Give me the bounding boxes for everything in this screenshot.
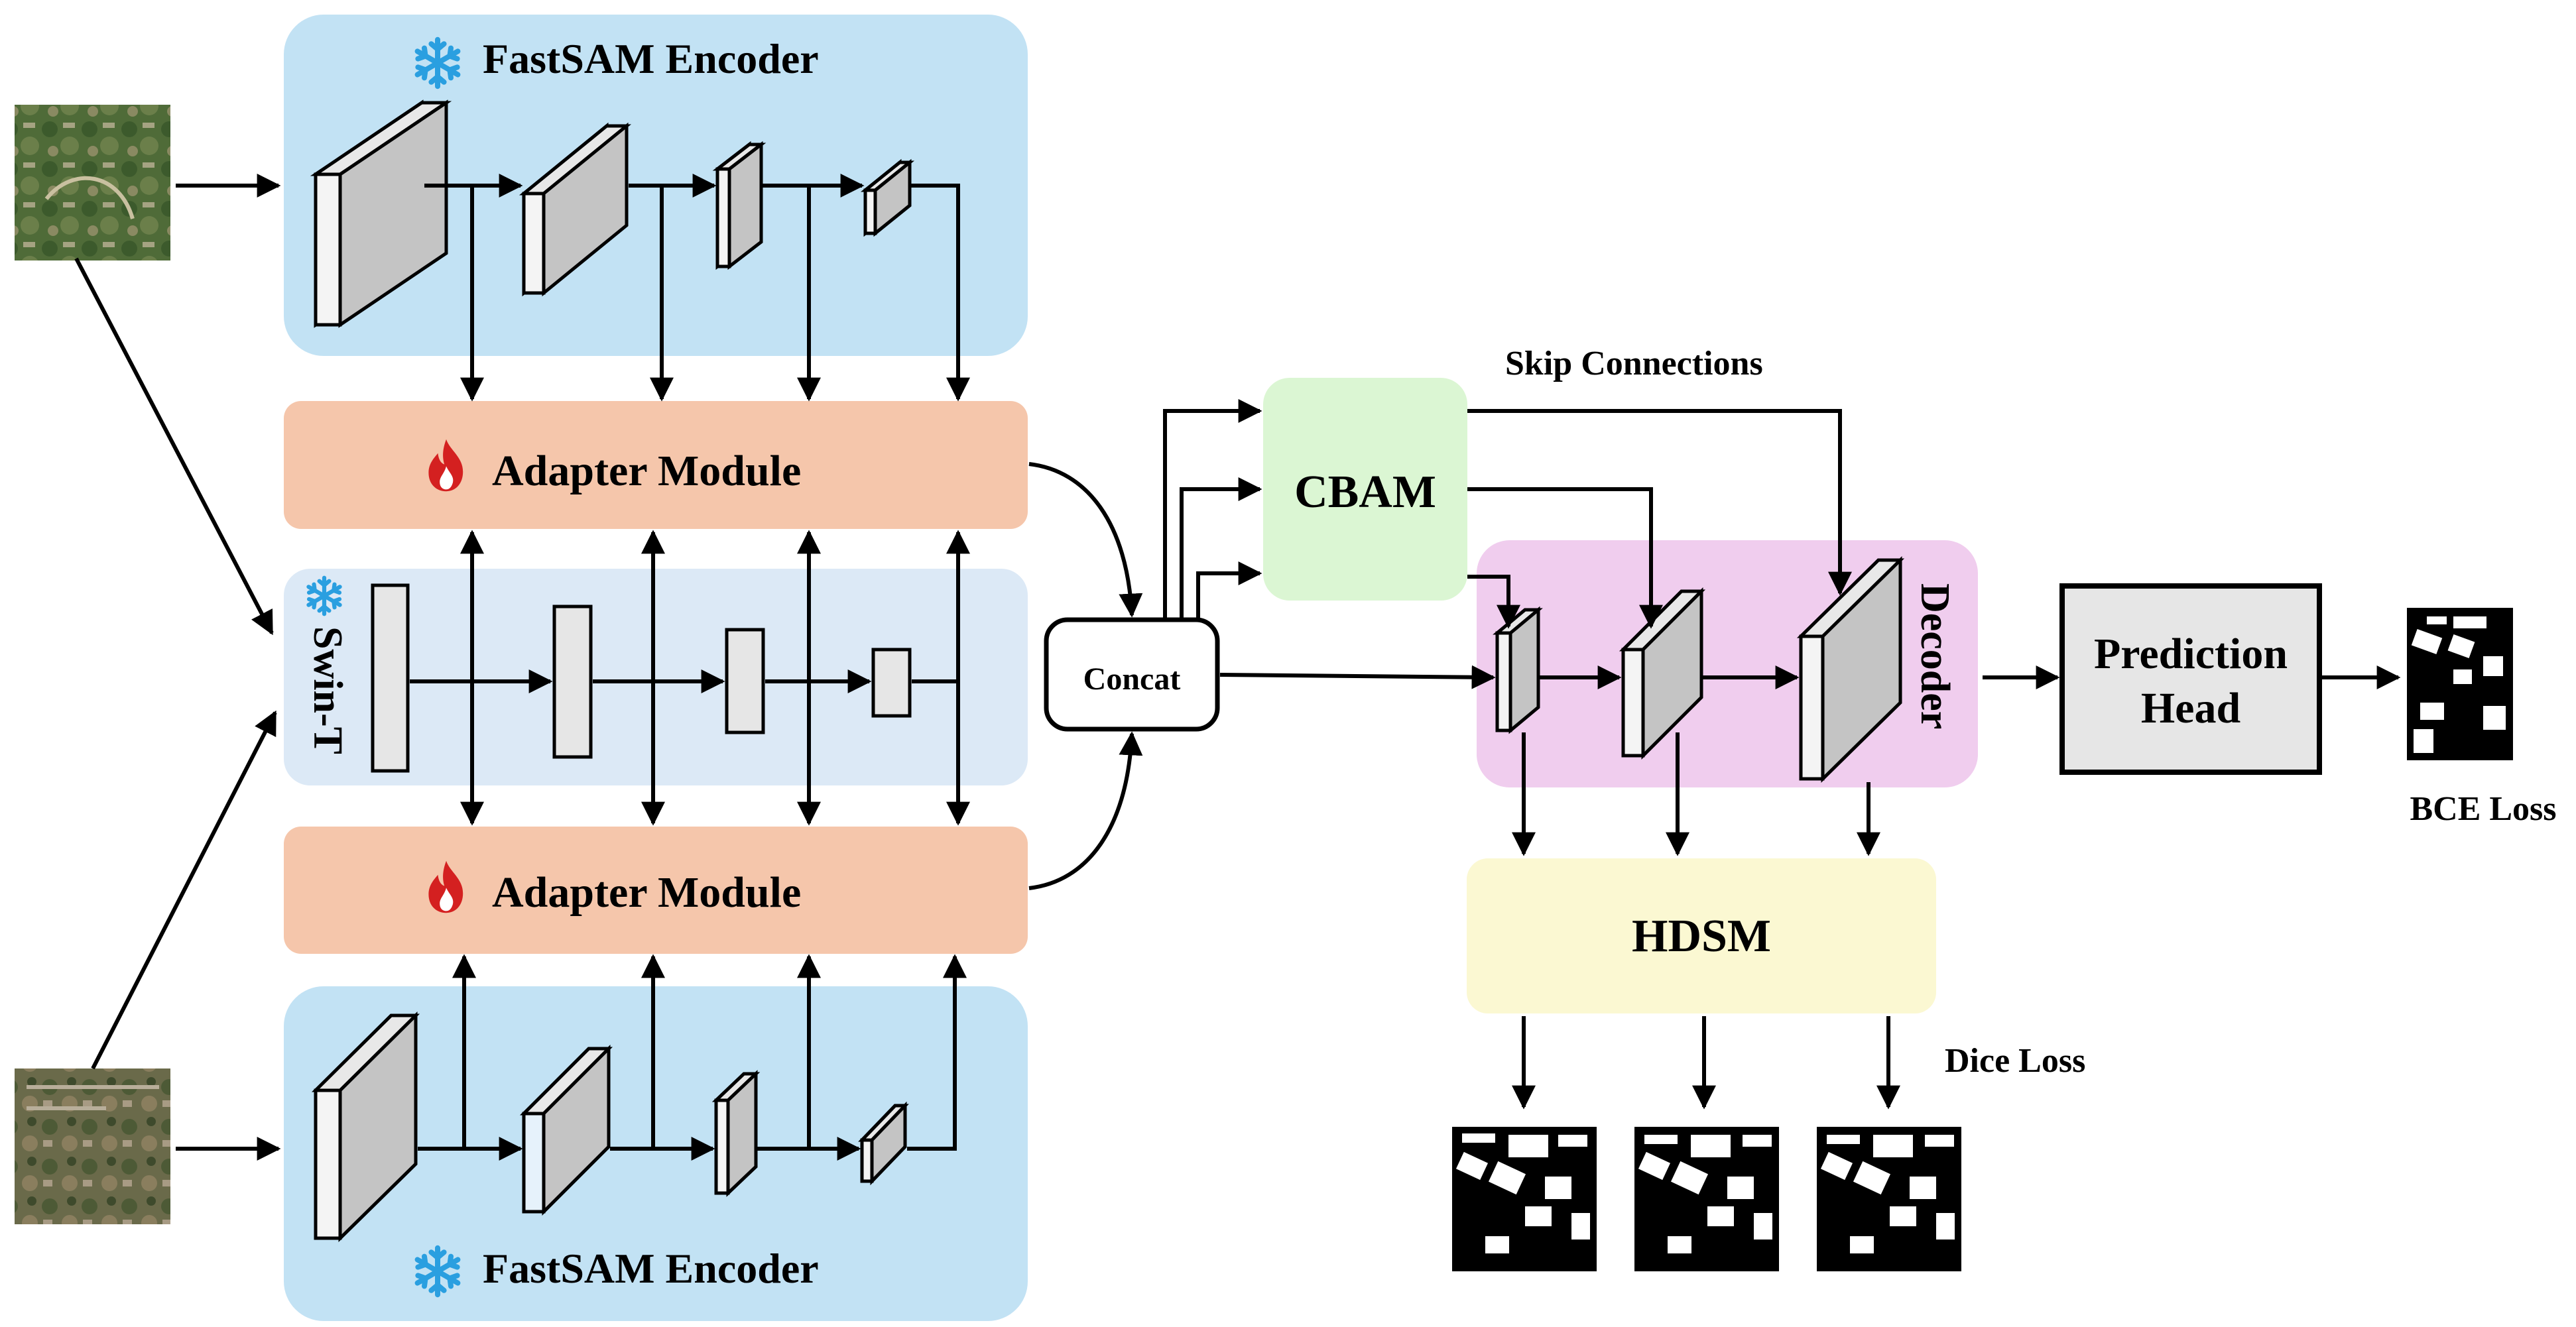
decoder-box [1477, 540, 1978, 787]
arrow-concat-to-cbam-2 [1180, 477, 1262, 620]
input-image-bottom [15, 1068, 170, 1224]
adapter-module-top-box [284, 401, 1028, 529]
concat-box [1044, 617, 1220, 732]
arrow-enc-top-down-4 [910, 184, 970, 402]
adapter-top-title: Adapter Module [492, 447, 801, 495]
cbam-label: CBAM [1294, 467, 1436, 518]
adapter-bottom-title: Adapter Module [492, 868, 801, 917]
output-mask-final [2407, 608, 2513, 760]
arrow-concat-to-cbam-3 [1196, 561, 1262, 620]
decoder-label: Decoder [1912, 583, 1957, 729]
skip-connection-3 [1467, 409, 1852, 596]
concat-label: Concat [1083, 662, 1181, 697]
prediction-head-line1: Prediction [2094, 630, 2288, 678]
hdsm-label: HDSM [1632, 911, 1771, 962]
skip-connection-2 [1467, 487, 1663, 629]
encoder-bottom-title: FastSAM Encoder [483, 1245, 819, 1292]
arrow-concat-to-decoder [1219, 665, 1496, 689]
arrow-image-top-to-swin [74, 257, 274, 636]
arrow-image-bottom-to-swin [91, 710, 277, 1070]
arrow-adapter-top-to-concat [1028, 462, 1143, 618]
decoder-features [1493, 556, 1905, 783]
output-mask-3 [1817, 1127, 1961, 1271]
arrow-concat-to-cbam-1 [1163, 399, 1262, 620]
hdsm-box [1467, 858, 1936, 1013]
output-mask-2 [1634, 1127, 1779, 1271]
dice-loss-label: Dice Loss [1945, 1042, 2085, 1080]
swin-t-title: Swin-T [305, 626, 350, 754]
prediction-head-line2: Head [2141, 684, 2240, 732]
arrow-enc-bot-up-4 [907, 954, 967, 1151]
arrow-adapter-bottom-to-concat [1028, 731, 1143, 890]
adapter-module-bottom-box [284, 827, 1028, 954]
input-image-top [15, 105, 170, 260]
skip-connection-1 [1467, 575, 1520, 629]
skip-connections-label: Skip Connections [1505, 345, 1763, 382]
encoder-bottom-features [311, 1011, 909, 1242]
output-mask-1 [1452, 1127, 1597, 1271]
cbam-box [1263, 378, 1467, 601]
bce-loss-label: BCE Loss [2410, 790, 2556, 828]
encoder-top-features [310, 99, 915, 328]
fastsam-encoder-bottom-box [284, 986, 1028, 1321]
prediction-head-box [2059, 583, 2322, 775]
swin-t-features [371, 583, 912, 773]
encoder-top-title: FastSAM Encoder [483, 35, 819, 82]
